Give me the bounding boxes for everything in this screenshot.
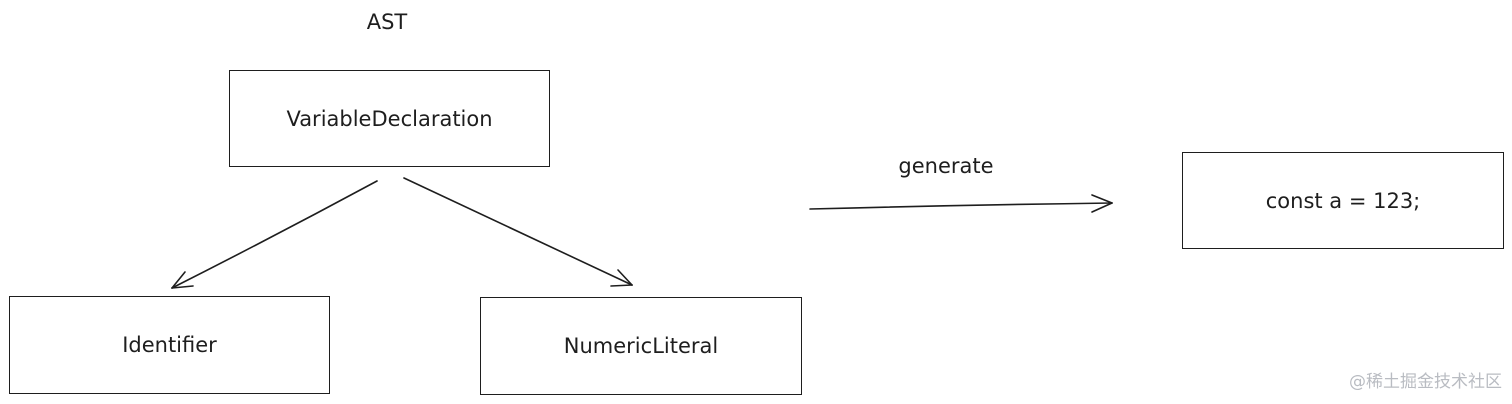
arrow-generate — [809, 194, 1113, 213]
left-child-node-label: Identifier — [122, 333, 217, 357]
right-child-node-label: NumericLiteral — [563, 334, 719, 358]
transform-label: generate — [898, 154, 994, 178]
root-node-box: VariableDeclaration — [229, 70, 550, 167]
arrow-to-right-child — [403, 177, 633, 287]
left-child-node-box: Identifier — [9, 296, 330, 394]
root-node-label: VariableDeclaration — [286, 106, 493, 131]
output-node-box: const a = 123; — [1182, 152, 1504, 249]
diagram-title: AST — [366, 10, 408, 34]
output-node-label: const a = 123; — [1265, 188, 1421, 213]
arrow-to-left-child — [171, 180, 378, 289]
watermark: @稀土掘金技术社区 — [1349, 372, 1502, 392]
right-child-node-box: NumericLiteral — [480, 297, 802, 395]
